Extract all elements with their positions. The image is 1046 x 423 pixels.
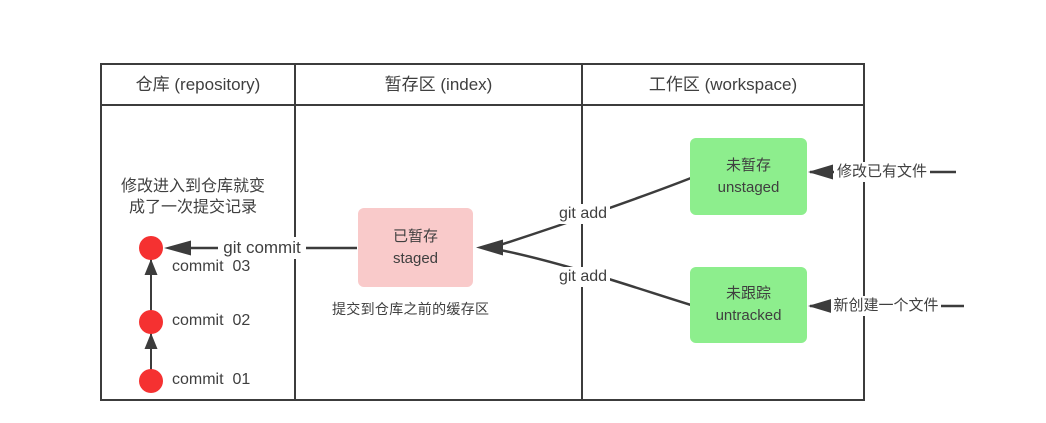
- header-index: 暂存区 (index): [384, 75, 493, 94]
- untracked-box: 未跟踪 untracked: [690, 267, 807, 343]
- staged-caption: 提交到仓库之前的缓存区: [332, 301, 490, 317]
- unstaged-box-subtitle: unstaged: [717, 178, 780, 196]
- new-file-label: 新创建一个文件: [831, 296, 941, 316]
- column-divider-repository-index: [294, 63, 296, 401]
- repository-note-line2: 成了一次提交记录: [128, 199, 257, 216]
- unstaged-box: 未暂存 unstaged: [690, 138, 807, 215]
- commit-03-label: commit 03: [172, 258, 251, 275]
- header-workspace: 工作区 (workspace): [648, 75, 798, 94]
- header-divider-line: [102, 104, 863, 106]
- staged-box: 已暂存 staged: [358, 208, 473, 287]
- untracked-box-title: 未跟踪: [725, 285, 771, 302]
- repository-note: 修改进入到仓库就变 成了一次提交记录: [108, 176, 278, 218]
- table-border: [100, 63, 865, 401]
- repository-note-line1: 修改进入到仓库就变: [120, 178, 265, 195]
- commit-01-label: commit 01: [172, 371, 251, 388]
- staged-box-title: 已暂存: [392, 227, 438, 245]
- git-add-label-top: git add: [556, 204, 610, 224]
- modify-existing-label: 修改已有文件: [834, 162, 930, 182]
- header-repository: 仓库 (repository): [135, 75, 261, 94]
- untracked-box-subtitle: untracked: [715, 307, 782, 324]
- git-add-label-bottom: git add: [556, 267, 610, 287]
- staged-box-subtitle: staged: [392, 249, 439, 267]
- unstaged-box-title: 未暂存: [725, 156, 771, 174]
- commit-02-label: commit 02: [172, 312, 251, 329]
- git-commit-label: git commit: [218, 237, 306, 259]
- column-divider-index-workspace: [581, 63, 583, 401]
